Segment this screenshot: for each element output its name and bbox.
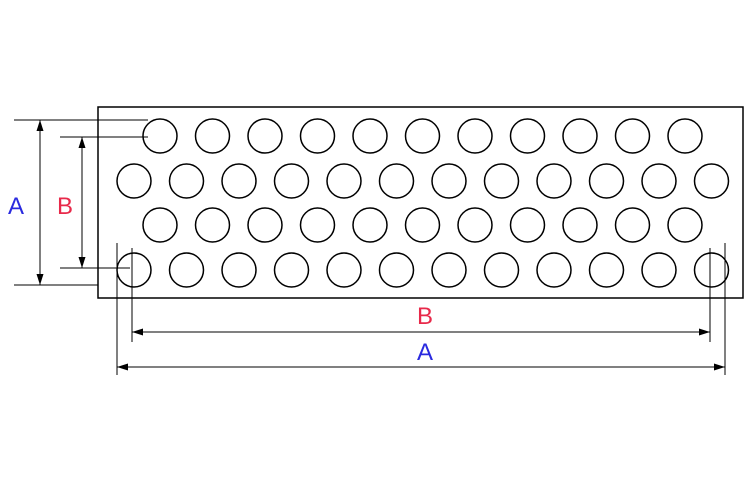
hole — [536, 163, 572, 199]
arrowhead-bottom-outer — [36, 274, 44, 285]
hole — [641, 252, 677, 288]
hole — [194, 207, 231, 243]
hole — [562, 207, 598, 243]
hole — [221, 252, 257, 288]
hole — [509, 207, 546, 243]
hole — [116, 252, 152, 288]
dimension-height-inner — [60, 136, 148, 269]
hole — [378, 252, 415, 288]
hole — [667, 207, 703, 243]
hole — [326, 252, 362, 288]
hole — [431, 163, 467, 199]
hole — [483, 252, 520, 288]
hole — [273, 163, 310, 199]
hole — [194, 118, 231, 154]
plate-outline — [97, 106, 744, 299]
hole — [378, 163, 415, 199]
hole — [247, 118, 283, 154]
hole — [299, 118, 336, 154]
hole — [588, 163, 625, 199]
hole — [116, 163, 152, 199]
hole — [562, 118, 598, 154]
arrowhead-top-outer — [36, 120, 44, 131]
label-height-outer: A — [8, 193, 24, 220]
hole — [457, 207, 493, 243]
hole — [273, 252, 310, 288]
arrowhead-bottom-inner — [78, 257, 86, 268]
arrowhead-left-outer — [117, 363, 128, 371]
hole — [588, 252, 625, 288]
hole — [168, 252, 205, 288]
hole — [483, 163, 520, 199]
arrowhead-left-inner — [132, 328, 143, 336]
hole — [142, 207, 178, 243]
hole — [667, 118, 703, 154]
hole — [431, 252, 467, 288]
hole — [509, 118, 546, 154]
dimension-width-inner — [131, 248, 711, 342]
hole — [693, 163, 730, 199]
hole — [614, 207, 651, 243]
hole — [352, 207, 388, 243]
hole — [693, 252, 730, 288]
hole — [142, 118, 178, 154]
dimension-width-outer — [116, 243, 726, 375]
dimension-height-outer — [14, 119, 148, 286]
arrowhead-right-inner — [699, 328, 710, 336]
hole — [614, 118, 651, 154]
hole-grid — [116, 118, 730, 288]
label-height-inner: B — [57, 193, 73, 220]
hole — [457, 118, 493, 154]
hole — [299, 207, 336, 243]
label-width-outer: A — [417, 339, 433, 366]
hole — [326, 163, 362, 199]
hole — [247, 207, 283, 243]
hole — [641, 163, 677, 199]
hole — [352, 118, 388, 154]
hole — [221, 163, 257, 199]
hole — [168, 163, 205, 199]
label-width-inner: B — [417, 303, 433, 330]
hole — [404, 207, 441, 243]
hole — [404, 118, 441, 154]
arrowhead-right-outer — [714, 363, 725, 371]
hole — [536, 252, 572, 288]
arrowhead-top-inner — [78, 137, 86, 148]
